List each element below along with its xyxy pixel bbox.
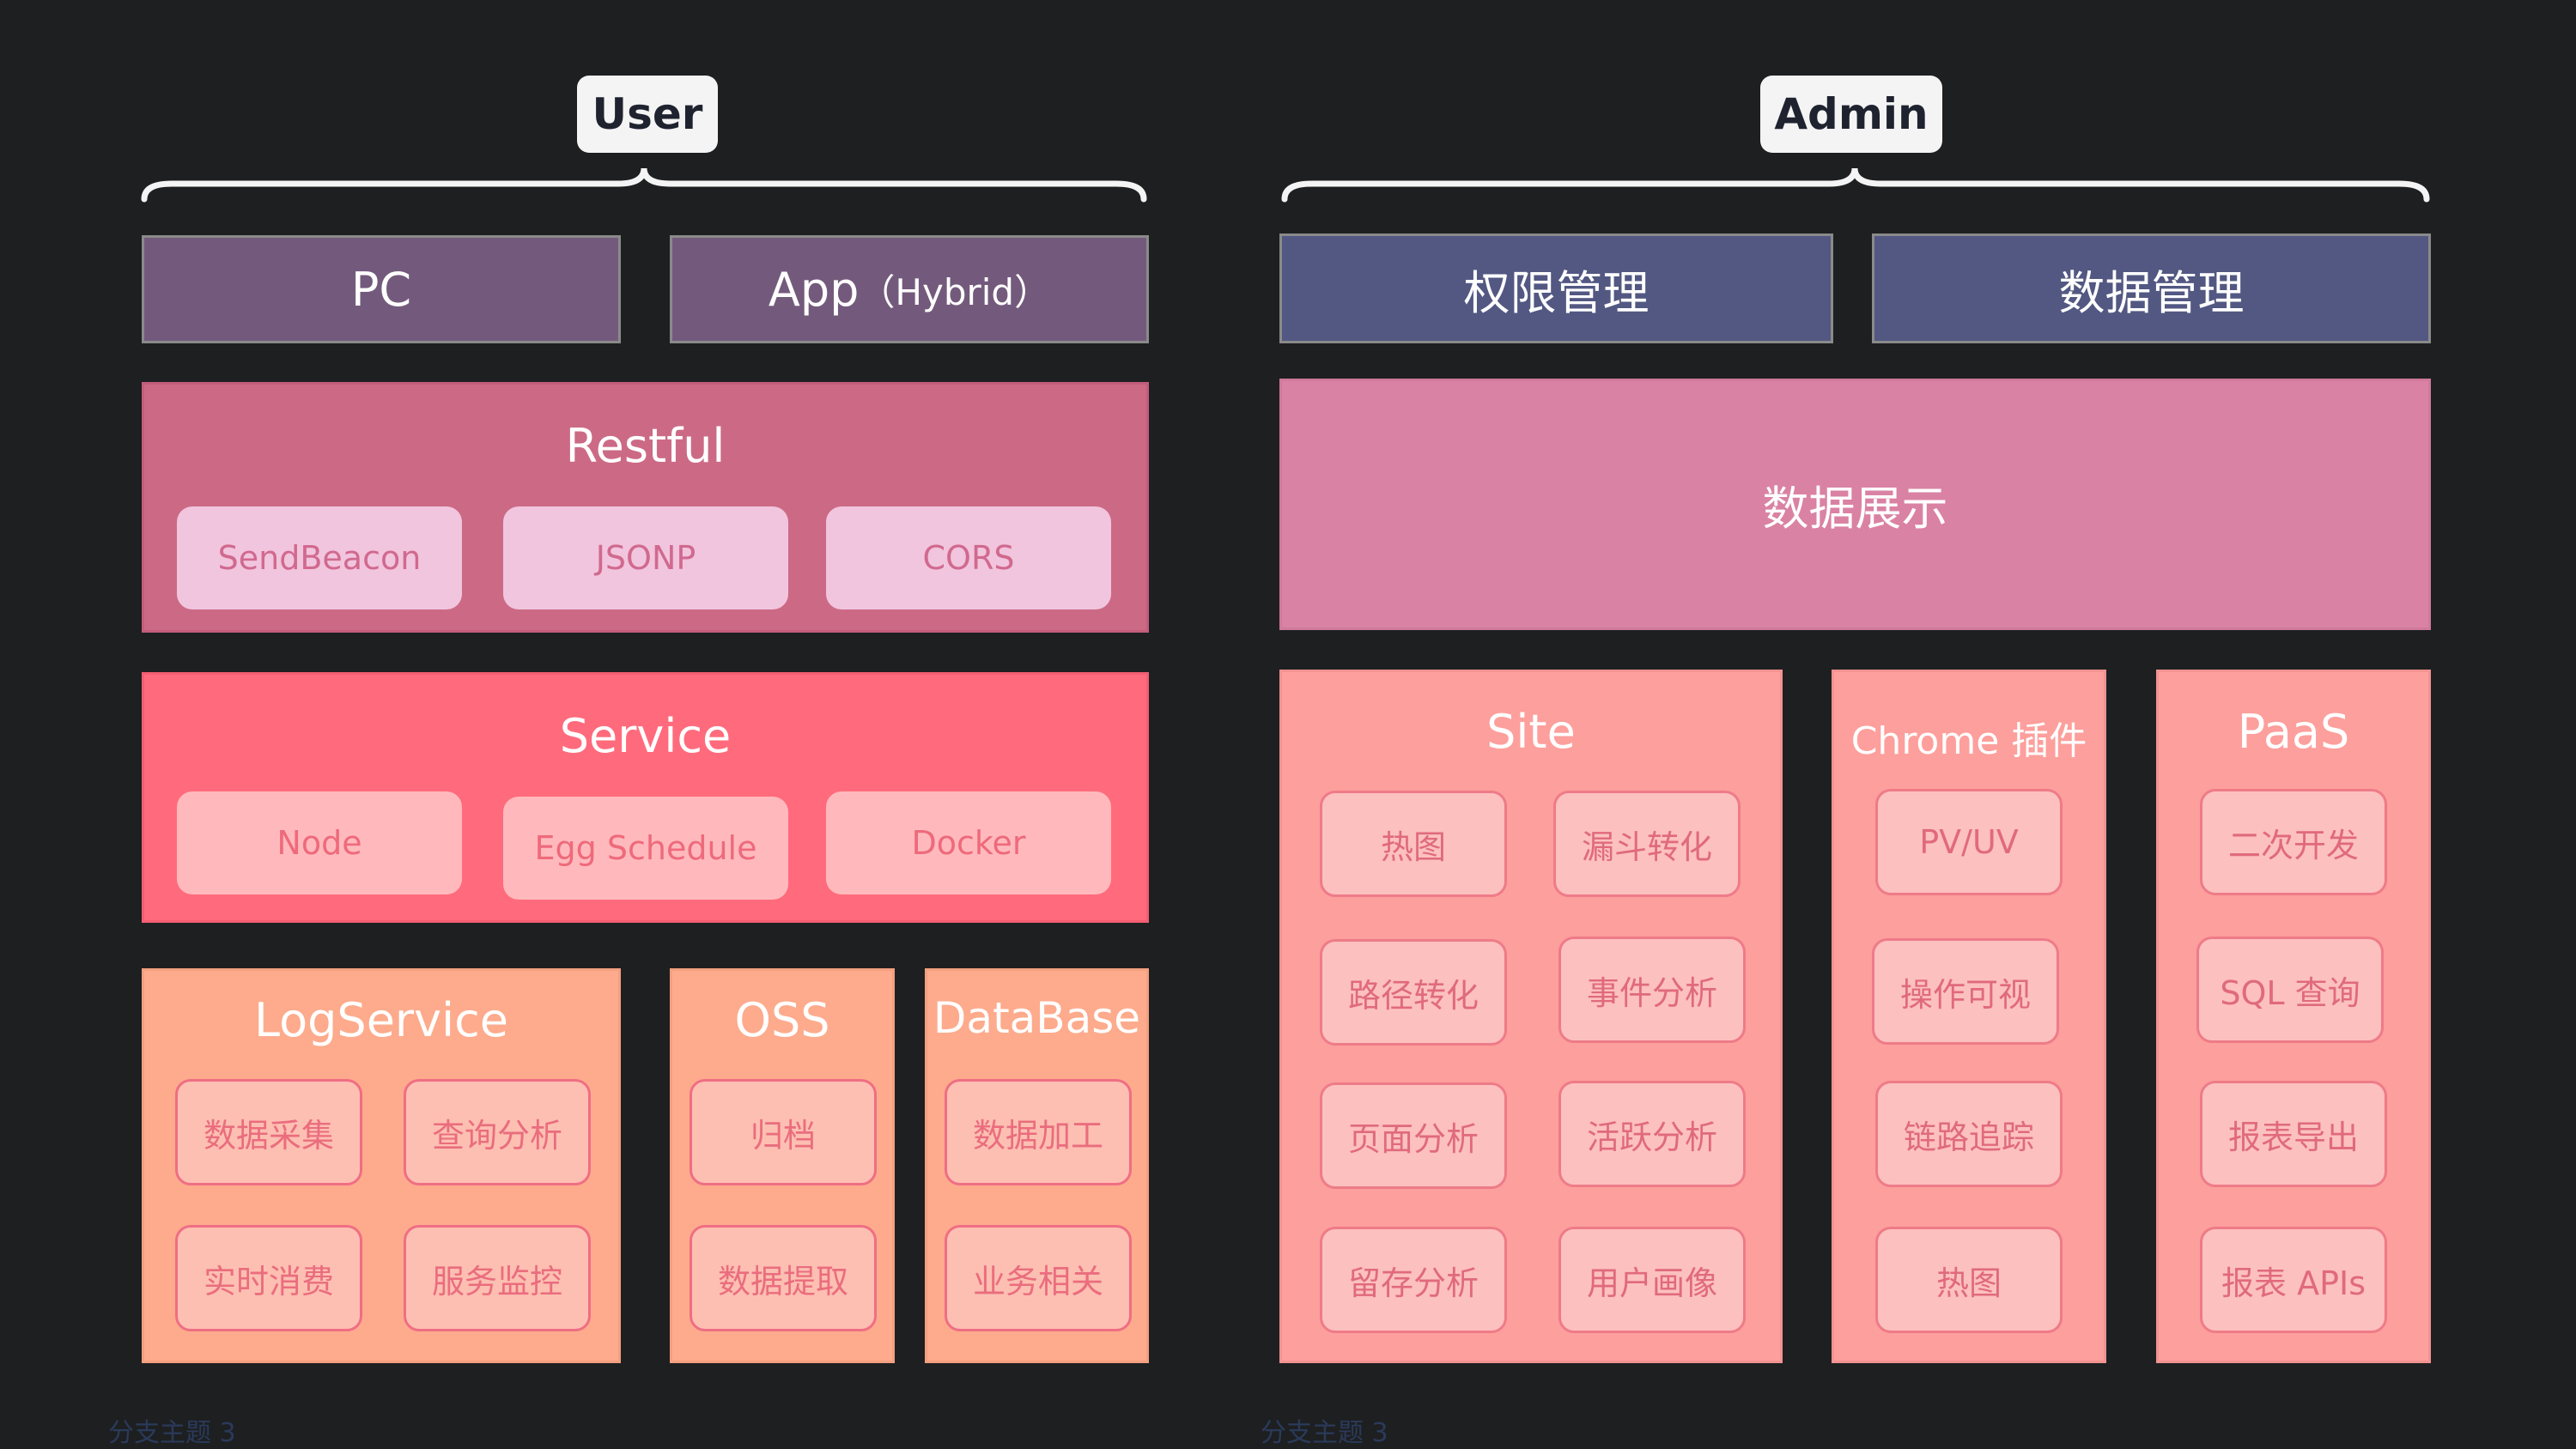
oss-title: OSS [734,993,830,1047]
pill-cors: CORS [826,506,1111,609]
site-panel: Site 热图 漏斗转化 路径转化 事件分析 页面分析 活跃分析 留存分析 用户… [1279,670,1783,1363]
chrome-panel: Chrome 插件 PV/UV 操作可视 链路追踪 热图 [1832,670,2106,1363]
paas-panel: PaaS 二次开发 SQL 查询 报表导出 报表 APIs [2156,670,2431,1363]
pill-user-profile: 用户画像 [1558,1227,1746,1333]
chrome-title: Chrome 插件 [1850,719,2087,763]
data-display-panel: 数据展示 [1279,379,2431,630]
pill-heatmap: 热图 [1320,791,1507,897]
app-hybrid-label: （Hybrid） [859,270,1051,313]
pc-box: PC [142,235,621,343]
app-box: App （Hybrid） [670,235,1149,343]
pill-report-export: 报表导出 [2200,1081,2387,1187]
user-brace [141,167,1147,203]
data-display-label: 数据展示 [1762,482,1948,536]
oss-panel: OSS 归档 数据提取 [670,968,895,1363]
logservice-panel: LogService 数据采集 查询分析 实时消费 服务监控 [142,968,621,1363]
app-label: App [768,262,860,317]
data-manage-label: 数据管理 [2058,265,2245,320]
pill-sendbeacon: SendBeacon [177,506,462,609]
paas-title: PaaS [2237,705,2350,759]
pill-trace: 链路追踪 [1875,1081,2063,1187]
data-manage-box: 数据管理 [1872,233,2431,343]
pill-event: 事件分析 [1558,937,1746,1043]
pill-data-extract: 数据提取 [690,1225,877,1331]
pill-docker: Docker [826,791,1111,894]
restful-title: Restful [565,419,726,473]
service-panel: Service Node Egg Schedule Docker [142,672,1149,923]
pill-business: 业务相关 [945,1225,1132,1331]
pc-label: PC [350,262,412,317]
pill-funnel: 漏斗转化 [1553,791,1741,897]
database-title: DataBase [933,993,1141,1043]
pill-sql-query: SQL 查询 [2196,937,2384,1043]
pill-query-analysis: 查询分析 [404,1079,591,1185]
footer-left: 分支主题 3 [108,1418,236,1448]
pill-egg-schedule: Egg Schedule [503,797,788,900]
service-title: Service [559,709,732,763]
pill-pvuv: PV/UV [1875,789,2063,895]
permission-label: 权限管理 [1463,265,1649,320]
pill-chrome-heatmap: 热图 [1875,1227,2063,1333]
database-panel: DataBase 数据加工 业务相关 [925,968,1149,1363]
pill-retention: 留存分析 [1320,1227,1507,1333]
pill-report-apis: 报表 APIs [2200,1227,2387,1333]
pill-jsonp: JSONP [503,506,788,609]
restful-panel: Restful SendBeacon JSONP CORS [142,382,1149,633]
pill-operation-visual: 操作可视 [1872,938,2059,1045]
pill-path: 路径转化 [1320,939,1507,1046]
pill-active: 活跃分析 [1558,1081,1746,1187]
user-label: User [577,76,718,153]
pill-service-monitor: 服务监控 [404,1225,591,1331]
footer-right: 分支主题 3 [1261,1418,1388,1448]
pill-data-process: 数据加工 [945,1079,1132,1185]
pill-realtime-consume: 实时消费 [175,1225,362,1331]
pill-page: 页面分析 [1320,1082,1507,1189]
admin-label: Admin [1760,76,1942,153]
permission-box: 权限管理 [1279,233,1833,343]
pill-archive: 归档 [690,1079,877,1185]
admin-brace [1281,167,2430,203]
pill-node: Node [177,791,462,894]
site-title: Site [1486,705,1576,759]
pill-secondary-dev: 二次开发 [2200,789,2387,895]
pill-data-collect: 数据采集 [175,1079,362,1185]
logservice-title: LogService [253,993,509,1047]
